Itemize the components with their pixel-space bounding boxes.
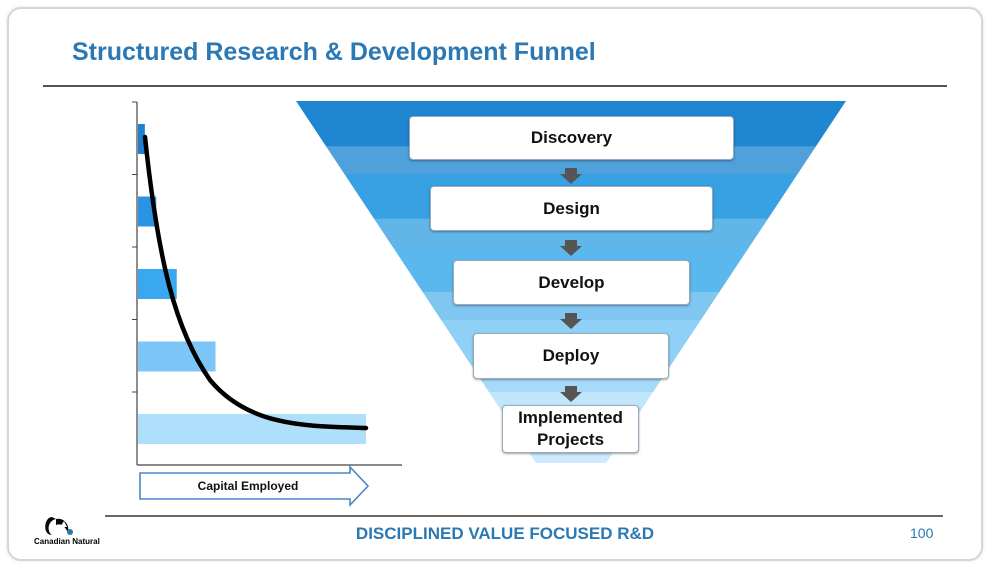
page-number: 100	[910, 525, 934, 541]
funnel-down-arrow-3	[560, 313, 582, 329]
capital-employed-label: Capital Employed	[197, 479, 299, 493]
funnel-down-arrow-4	[560, 386, 582, 402]
stage-design: Design	[430, 186, 713, 231]
capital-curve	[142, 134, 369, 431]
slide-title: Structured Research & Development Funnel	[72, 38, 596, 66]
stage-develop: Develop	[453, 260, 690, 305]
footer-divider	[105, 515, 943, 517]
logo-mark-icon	[45, 517, 73, 535]
title-divider	[43, 85, 947, 87]
capital-bar-1	[138, 124, 145, 154]
stage-discovery: Discovery	[409, 116, 734, 160]
company-logo: Canadian Natural	[34, 513, 114, 551]
capital-employed-arrow	[139, 464, 370, 508]
stage-implemented-projects: Implemented Projects	[502, 405, 639, 453]
logo-text: Canadian Natural	[34, 537, 100, 546]
capital-bar-5	[138, 414, 366, 444]
stage-deploy: Deploy	[473, 333, 669, 379]
funnel-down-arrow-1	[560, 168, 582, 184]
footer-tagline: DISCIPLINED VALUE FOCUSED R&D	[355, 524, 655, 543]
funnel-down-arrow-2	[560, 240, 582, 256]
